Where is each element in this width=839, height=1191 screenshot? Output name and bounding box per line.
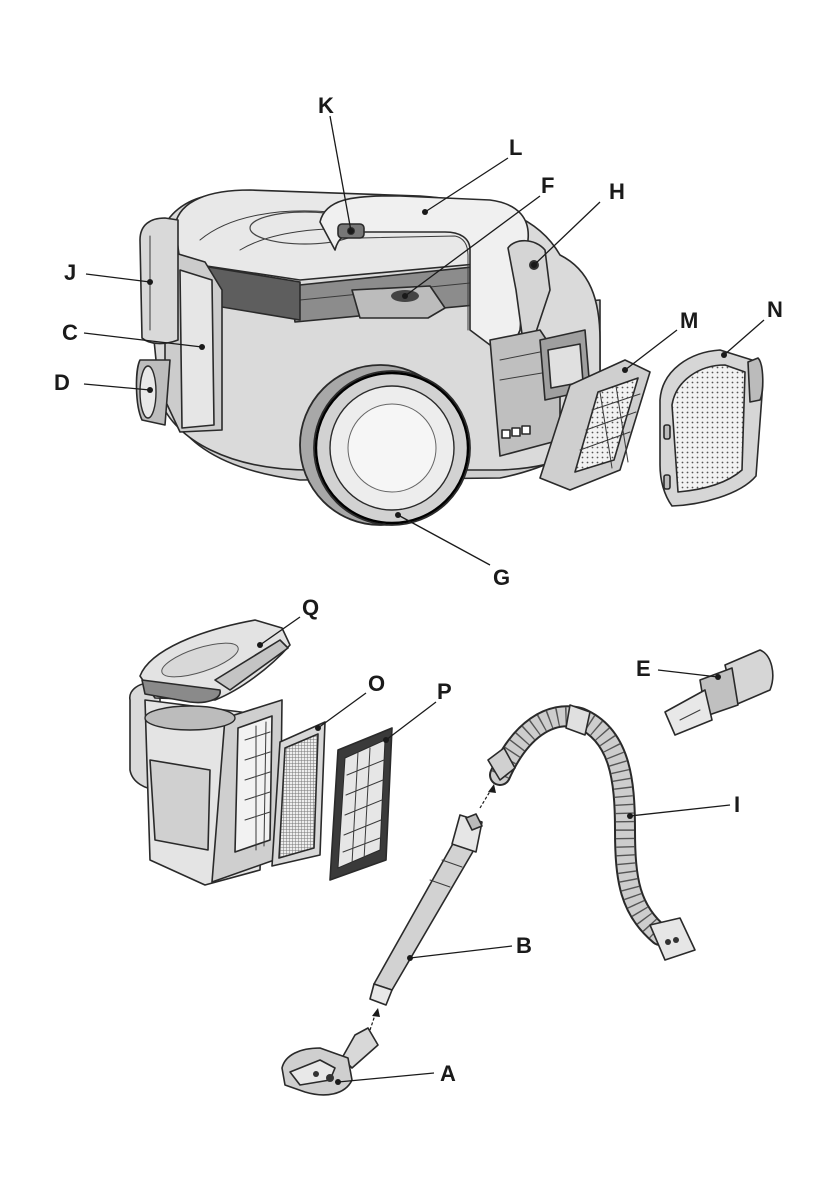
label-b: B — [516, 933, 532, 958]
label-f: F — [541, 173, 554, 198]
label-q: Q — [302, 595, 319, 620]
arrow-icon — [370, 1008, 380, 1030]
grid-filter-icon — [330, 728, 392, 880]
label-e: E — [636, 656, 651, 681]
label-p: P — [437, 679, 452, 704]
label-o: O — [368, 671, 385, 696]
label-i: I — [734, 792, 740, 817]
arrow-icon — [480, 784, 496, 808]
label-k: K — [318, 93, 334, 118]
label-l: L — [509, 135, 522, 160]
label-n: N — [767, 297, 783, 322]
label-g: G — [493, 565, 510, 590]
dust-bin-icon — [130, 620, 290, 885]
foam-filter-icon — [272, 722, 325, 866]
label-j: J — [64, 260, 76, 285]
label-c: C — [62, 320, 78, 345]
floor-brush-icon — [282, 1028, 378, 1095]
flexible-hose-icon — [488, 705, 695, 960]
label-d: D — [54, 370, 70, 395]
label-h: H — [609, 179, 625, 204]
rear-grille-icon — [660, 350, 763, 506]
vacuum-body-icon — [136, 190, 600, 525]
crevice-nozzle-icon — [665, 650, 773, 735]
label-m: M — [680, 308, 698, 333]
label-a: A — [440, 1061, 456, 1086]
